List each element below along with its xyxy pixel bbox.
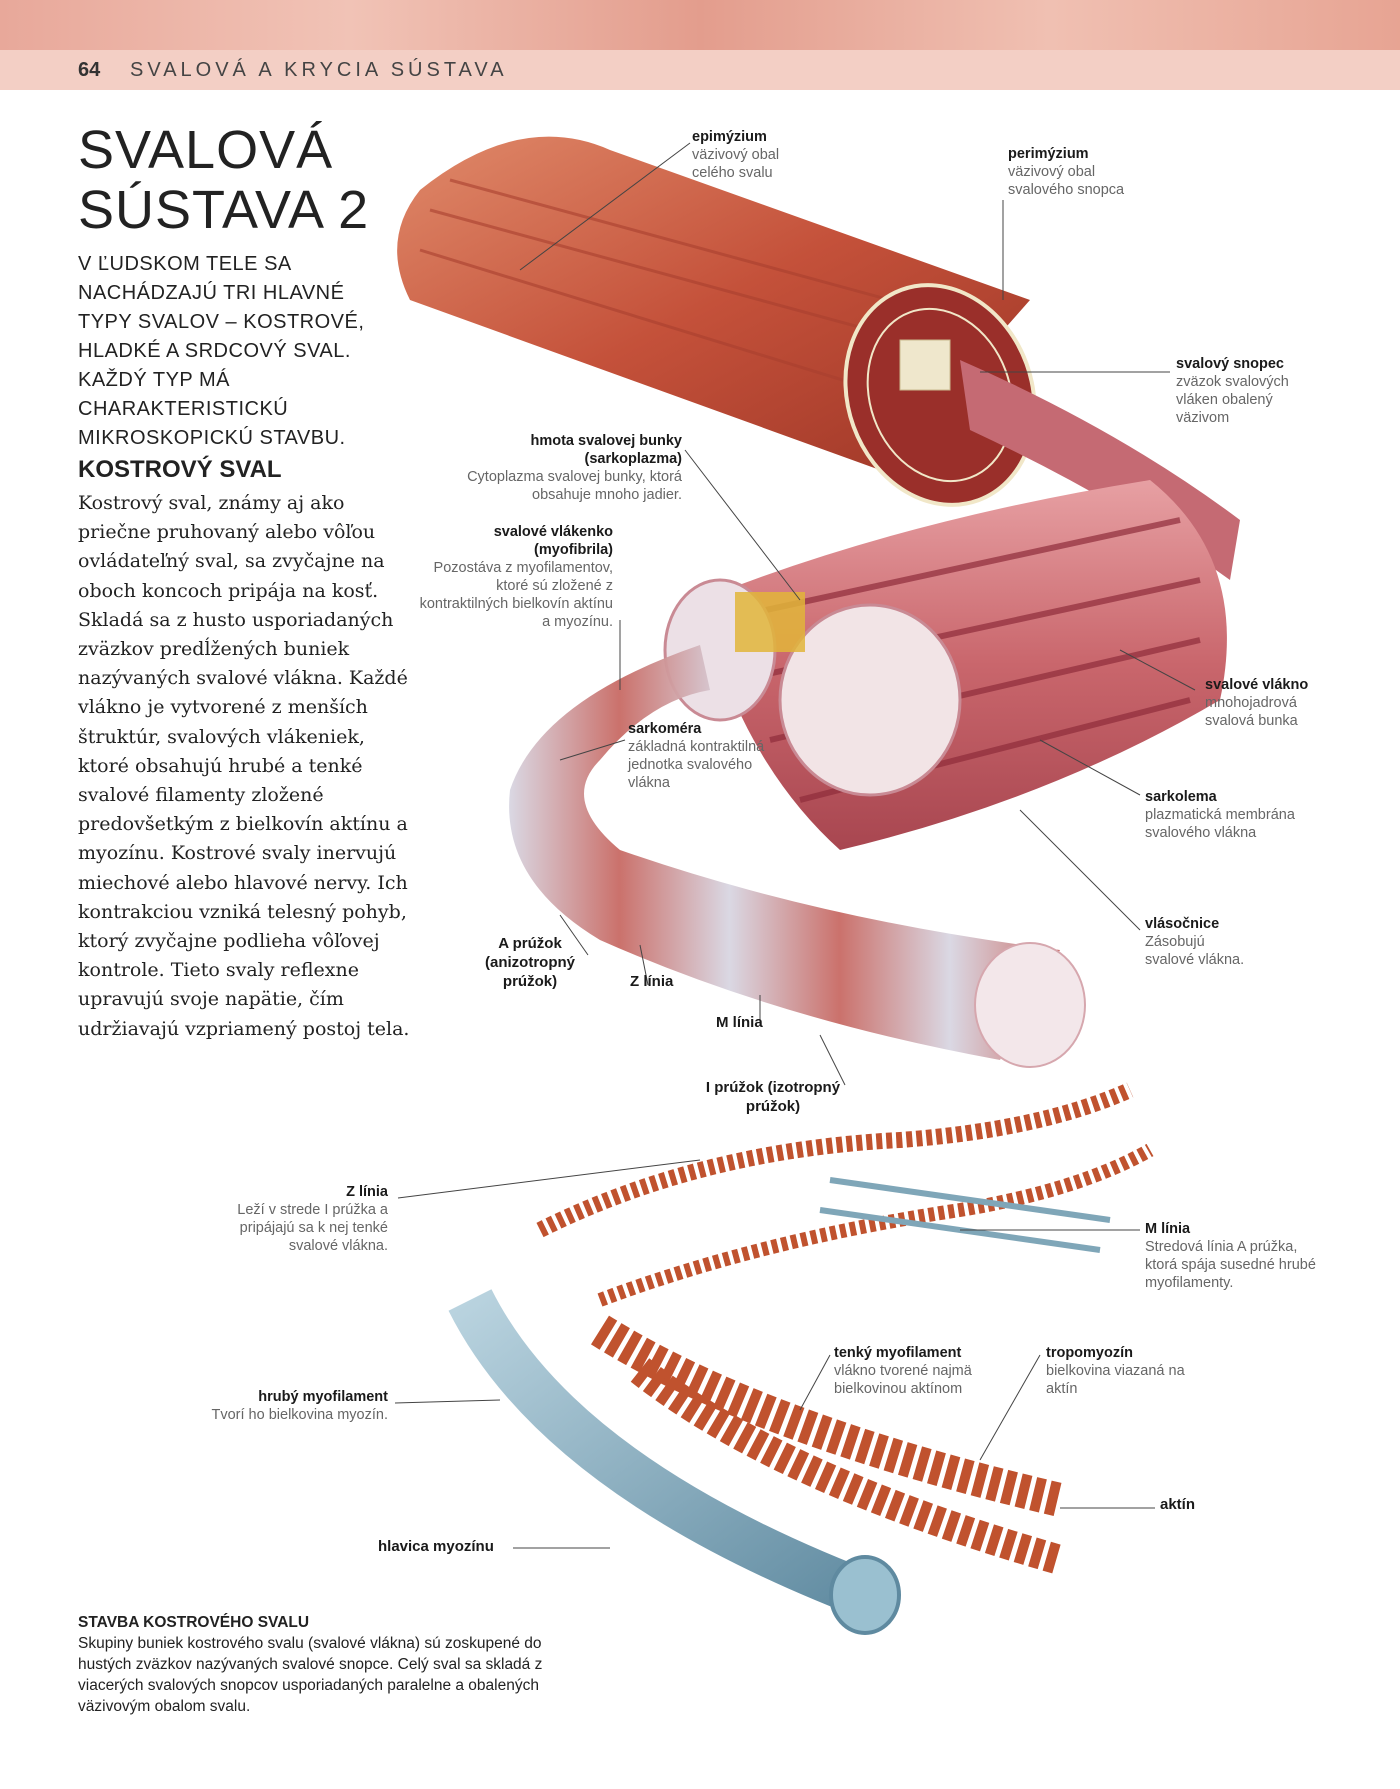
label-vlasocnice: vlásočnice Zásobujú svalové vlákna. bbox=[1145, 916, 1245, 968]
header-banner bbox=[0, 0, 1400, 90]
myofilaments bbox=[448, 1082, 1154, 1635]
page-title: SVALOVÁ SÚSTAVA 2 bbox=[78, 120, 369, 240]
label-z-linia-detail: Z línia Leží v strede I prúžka a pripája… bbox=[237, 1184, 388, 1254]
label-svalove-vlakno: svalové vlákno mnohojadrová svalová bunk… bbox=[1205, 677, 1309, 729]
label-m-linia: M línia bbox=[716, 1014, 763, 1031]
label-tenky-myofilament: tenký myofilament vlákno tvorené najmä b… bbox=[834, 1345, 972, 1397]
label-aktin: aktín bbox=[1160, 1496, 1196, 1513]
title-line-2: SÚSTAVA 2 bbox=[78, 180, 370, 240]
label-sarkolema: sarkolema plazmatická membrána svalového… bbox=[1145, 789, 1295, 841]
label-hruby-myofilament: hrubý myofilament Tvorí ho bielkovina my… bbox=[211, 1389, 389, 1423]
page-number: 64 bbox=[78, 59, 101, 81]
section-title: SVALOVÁ A KRYCIA SÚSTAVA bbox=[130, 59, 508, 81]
label-sarkomera: sarkoméra základná kontraktilná jednotka… bbox=[628, 721, 765, 791]
lead-paragraph: V ĽUDSKOM TELE SA NACHÁDZAJÚ TRI HLAVNÉ … bbox=[78, 253, 365, 449]
label-i-pruzok: I prúžok (izotropný prúžok) bbox=[705, 1079, 841, 1115]
label-m-linia-detail: M línia Stredová línia A prúžka, ktorá s… bbox=[1145, 1221, 1316, 1291]
header-strip bbox=[0, 50, 1400, 90]
label-perimyzium: perimýzium väzivový obal svalového snopc… bbox=[1008, 146, 1125, 198]
figure-caption: STAVBA KOSTROVÉHO SVALU Skupiny buniek k… bbox=[78, 1614, 543, 1715]
label-z-linia: Z línia bbox=[630, 973, 674, 990]
myofibril bbox=[509, 645, 1086, 1068]
label-hlavica-myozinu: hlavica myozínu bbox=[378, 1538, 494, 1555]
body-text: Kostrový sval, známy aj ako priečne pruh… bbox=[78, 492, 410, 1040]
label-sarkoplazma: hmota svalovej bunky (sarkoplazma) Cytop… bbox=[467, 433, 682, 503]
whole-muscle bbox=[397, 136, 1037, 507]
subheading: KOSTROVÝ SVAL bbox=[78, 456, 282, 483]
label-a-pruzok: A prúžok (anizotropný prúžok) bbox=[485, 935, 575, 990]
label-svalovy-snopec: svalový snopec zväzok svalových vláken o… bbox=[1176, 356, 1289, 426]
label-epimyzium: epimýzium väzivový obal celého svalu bbox=[692, 129, 780, 181]
label-myofibrila: svalové vlákenko (myofibrila) Pozostáva … bbox=[419, 524, 613, 630]
fiber-bundle bbox=[663, 360, 1240, 850]
label-tropomyozin: tropomyozín bielkovina viazaná na aktín bbox=[1046, 1345, 1185, 1397]
title-line-1: SVALOVÁ bbox=[78, 120, 334, 180]
leader-lines bbox=[394, 142, 1196, 1549]
